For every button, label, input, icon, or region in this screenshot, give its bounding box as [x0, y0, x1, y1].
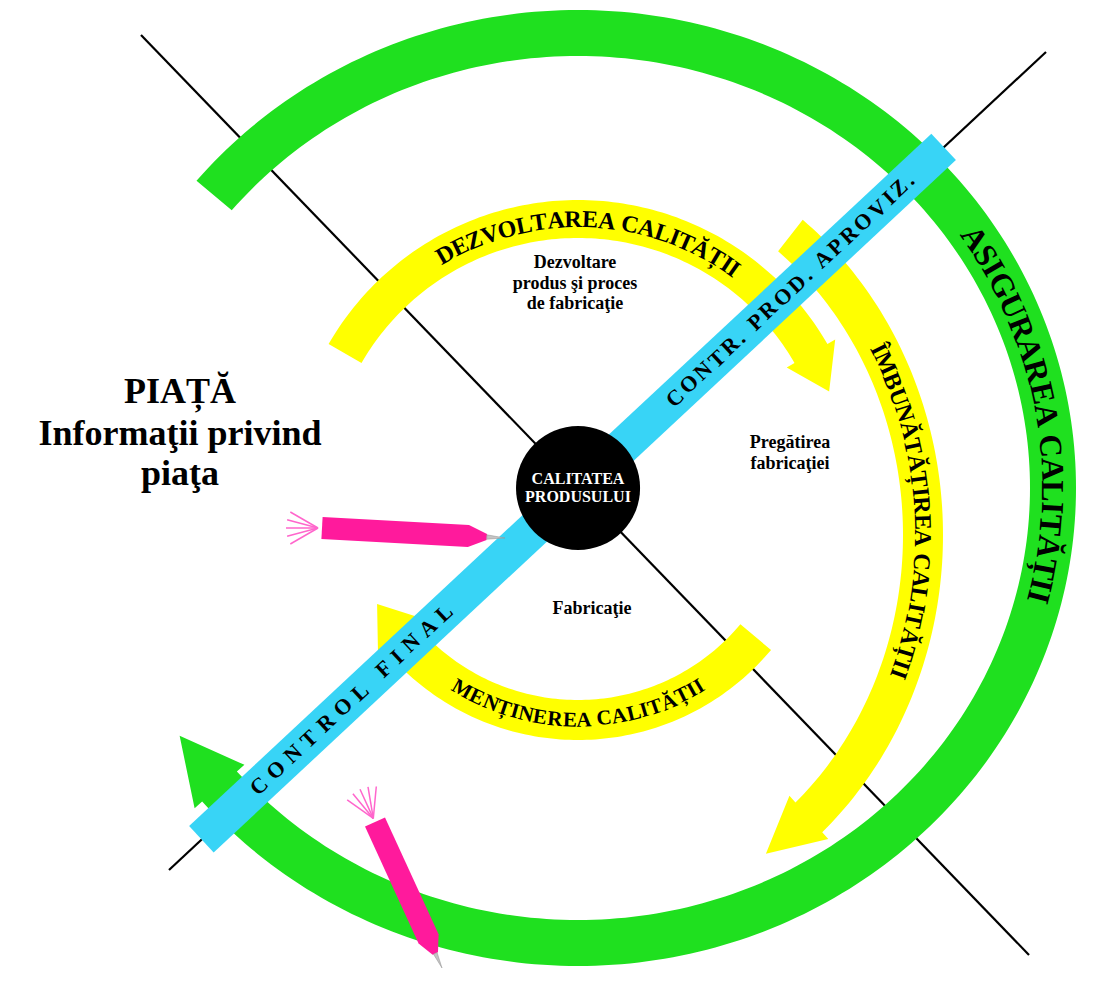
glyph: E: [562, 709, 577, 730]
quality-core: CALITATEA PRODUSULUI: [516, 426, 640, 550]
glyph: A: [576, 709, 592, 730]
pen-tip: [434, 953, 443, 968]
pen-body: [321, 517, 487, 547]
control-band-shape: [189, 508, 555, 853]
core-text: CALITATEA PRODUSULUI: [524, 470, 632, 507]
glyph: N: [280, 740, 307, 767]
market-pen: [347, 787, 442, 969]
band-text: ASIGURAREA CALITĂȚII: [951, 214, 1077, 621]
pen-ray: [290, 528, 318, 544]
quality-arrow-shape: [766, 220, 943, 854]
glyph: L: [432, 600, 458, 626]
glyph: A: [1029, 401, 1064, 429]
pen-ray: [290, 512, 318, 528]
pen-tip: [487, 535, 505, 539]
pen-ray: [368, 787, 373, 819]
pen-ray: [287, 528, 318, 536]
glyph: R: [909, 495, 934, 514]
glyph: C: [1034, 433, 1068, 459]
axis-line: [169, 52, 1046, 870]
market-pen: [286, 512, 505, 547]
control-band-shape: [601, 134, 956, 469]
quadrant-label-box: Dezvoltare produs şi proces de fabricaţi…: [509, 252, 641, 314]
glyph: T: [530, 209, 549, 235]
quality-core-shape: [516, 426, 640, 550]
glyph: F: [372, 656, 397, 681]
quadrant-label: Dezvoltare produs şi proces de fabricaţi…: [509, 252, 641, 314]
glyph: A: [1036, 456, 1069, 481]
band-text: ÎMBUNĂTĂȚIREA CALITĂȚII: [861, 331, 941, 692]
pen-ray: [373, 787, 376, 819]
band-text: MENȚINEREA CALITĂȚII: [447, 670, 715, 735]
market-note: Informaţii privind piaţa: [15, 414, 345, 493]
glyph: E: [911, 513, 935, 530]
glyph: C: [245, 772, 272, 799]
quality-arrow-shape: [377, 604, 771, 740]
market-heading: PIAȚĂ: [15, 372, 345, 412]
quadrant-label-box: Pregătirea fabricaţiei: [725, 432, 855, 473]
glyph: R: [546, 708, 563, 730]
glyph: A: [415, 614, 442, 641]
market-heading-box: PIAȚĂ: [15, 372, 345, 412]
glyph: C: [910, 552, 935, 571]
quadrant-label-box: Fabricaţie: [527, 598, 657, 619]
glyph: T: [296, 726, 322, 752]
market-note-box: Informaţii privind piaţa: [15, 414, 345, 493]
band-text: CONTROL FINAL: [242, 596, 461, 802]
glyph: R: [312, 710, 339, 737]
quadrant-label: Fabricaţie: [527, 598, 657, 619]
control-band: CONTROL FINAL: [187, 505, 558, 855]
glyph: E: [582, 207, 599, 232]
glyph: O: [262, 756, 290, 784]
quadrant-label: Pregătirea fabricaţiei: [725, 432, 855, 473]
pen-ray: [287, 520, 318, 528]
glyph: L: [347, 679, 373, 705]
glyph: A: [597, 208, 617, 234]
glyph: A: [546, 207, 565, 232]
glyph: T: [1035, 513, 1069, 537]
control-band-outline: [187, 505, 558, 855]
glyph: R: [564, 207, 582, 231]
quality-ring-shape: [180, 10, 1076, 966]
glyph: A: [911, 529, 935, 547]
glyph: O: [329, 693, 357, 721]
glyph: N: [398, 630, 425, 657]
band-text: CONTR. PROD. APROVIZ.: [658, 163, 925, 414]
glyph: L: [1037, 480, 1069, 502]
pen-body: [365, 817, 439, 954]
